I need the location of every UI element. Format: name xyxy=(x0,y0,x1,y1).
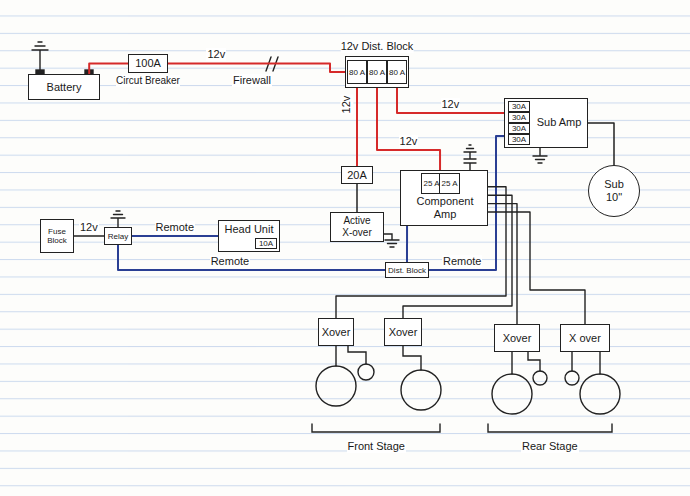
node-label: Head Unit xyxy=(219,223,279,236)
stage-label: Front Stage xyxy=(347,440,406,453)
crossover-box: Xover xyxy=(318,318,354,346)
power-wire xyxy=(89,64,128,75)
fuse-cell: 80 A xyxy=(347,60,367,84)
fuse-cell: 10A xyxy=(255,238,277,249)
speaker-tweeter xyxy=(565,371,579,385)
node-label: 30A xyxy=(512,125,526,133)
crossover-box: Active X-over xyxy=(330,212,384,242)
node-label: Xover xyxy=(389,326,418,339)
node-label: 30A xyxy=(512,103,526,111)
node-label: 25 A xyxy=(441,179,457,188)
node-label: Xover xyxy=(503,332,532,345)
distribution-block: Dist. Block xyxy=(385,262,429,278)
ground-symbol xyxy=(111,211,125,227)
remote-wire xyxy=(132,235,218,237)
wire-label: 12v xyxy=(340,95,353,115)
speaker-wire xyxy=(588,123,614,165)
node-label: Component Amp xyxy=(413,195,477,221)
power-terminal: 30A xyxy=(508,101,530,112)
node-label: Sub 10" xyxy=(599,178,629,204)
ground-symbol xyxy=(32,42,48,70)
node-label: Battery xyxy=(47,81,82,94)
node-label: Active X-over xyxy=(340,215,374,239)
wire-label: 12v xyxy=(79,221,99,234)
battery-box: Battery xyxy=(28,74,100,100)
power-wire xyxy=(377,84,440,170)
node-label: 25 A xyxy=(423,179,439,188)
wire-label: 12v xyxy=(441,98,461,111)
power-wire xyxy=(74,235,104,237)
wire-label: Remote xyxy=(210,255,251,268)
fuse-cell: 80 A xyxy=(367,60,387,84)
inline-fuse: 20A xyxy=(341,166,373,184)
wire-label: 12v xyxy=(206,48,226,61)
node-label: Sub Amp xyxy=(532,116,586,129)
power-wire xyxy=(356,184,358,212)
speaker-tweeter xyxy=(358,364,374,380)
node-label: Fuse Block xyxy=(41,227,73,245)
node-label: X over xyxy=(569,332,601,345)
crossover-box: Xover xyxy=(384,318,422,346)
crossover-box: X over xyxy=(560,324,610,352)
capacitor-symbol xyxy=(464,145,476,170)
amplifier-box: Sub Amp 30A 30A 30A 30A xyxy=(504,98,588,148)
wire-label: Remote xyxy=(442,255,483,268)
crossover-box: Xover xyxy=(494,324,540,352)
speaker-woofer xyxy=(401,370,441,410)
node-label: 80 A xyxy=(349,68,365,77)
fuse-cell: 80 A xyxy=(387,60,407,84)
node-label: 80 A xyxy=(389,68,405,77)
relay-box: Relay xyxy=(104,227,132,245)
ground-symbol xyxy=(384,234,399,247)
circuit-breaker: 100A Circut Breaker xyxy=(112,54,184,96)
ground-symbol xyxy=(533,148,547,163)
power-wire xyxy=(356,84,358,166)
speaker-wire xyxy=(488,204,517,324)
power-wire xyxy=(397,84,504,113)
node-label: 100A xyxy=(128,54,168,73)
speaker-tweeter xyxy=(533,371,547,385)
amplifier-box: Component Amp 25 A25 A xyxy=(400,170,488,226)
wire-label: 12v xyxy=(399,135,419,148)
stage-label: Rear Stage xyxy=(521,440,579,453)
node-label: Relay xyxy=(108,232,128,241)
firewall-label: Firewall xyxy=(232,74,272,87)
power-wire xyxy=(168,64,345,73)
node-label: 30A xyxy=(512,114,526,122)
power-terminal: 30A xyxy=(508,123,530,134)
remote-wire xyxy=(406,226,408,262)
distribution-block: 12v Dist. Block80 A80 A80 A xyxy=(345,56,409,88)
node-label: 10A xyxy=(259,240,273,248)
node-label: 12v Dist. Block xyxy=(341,40,414,53)
group-bracket xyxy=(312,424,612,432)
node-label: 30A xyxy=(512,136,526,144)
speaker-woofer xyxy=(492,374,532,414)
speaker-wire xyxy=(488,212,585,324)
speaker-woofer xyxy=(316,366,356,406)
node-label: Dist. Block xyxy=(388,266,426,275)
speaker-woofer xyxy=(580,374,620,414)
wire-label: Remote xyxy=(155,221,196,234)
node-label: 80 A xyxy=(369,68,385,77)
node-label: 20A xyxy=(347,169,367,182)
power-terminal: 30A xyxy=(508,134,530,145)
head-unit-box: Head Unit 10A xyxy=(218,220,280,252)
subwoofer-circle: Sub 10" xyxy=(588,165,640,217)
power-terminal: 30A xyxy=(508,112,530,123)
node-label: Xover xyxy=(322,326,351,339)
node-caption: Circut Breaker xyxy=(116,75,180,87)
power-terminal: 25 A xyxy=(439,173,460,194)
fuse-block: Fuse Block xyxy=(40,219,74,253)
